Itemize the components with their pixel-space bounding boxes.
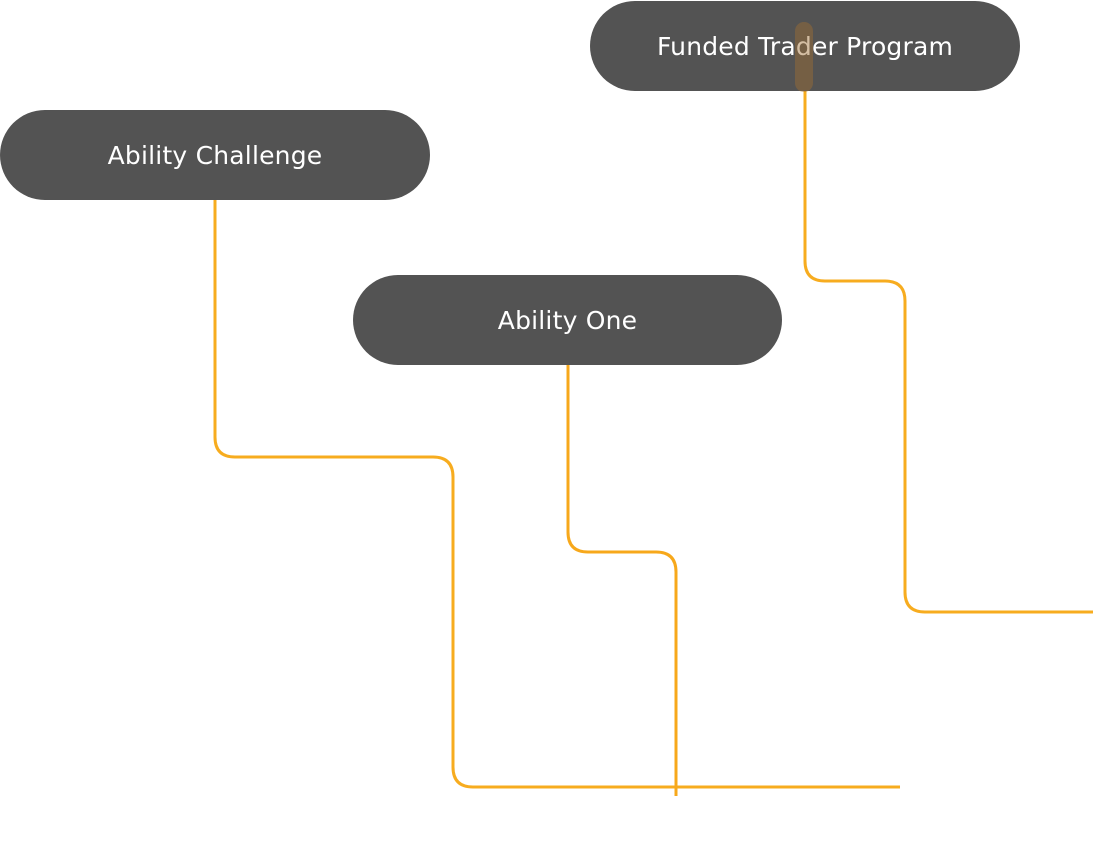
connector-ability-challenge	[213, 200, 900, 789]
connector-ability-one	[566, 364, 678, 796]
node-ability-one: Ability One	[353, 275, 782, 365]
node-label: Ability Challenge	[107, 140, 323, 170]
node-label: Ability One	[497, 305, 638, 335]
connector-funded-trader-program	[803, 90, 1093, 614]
node-ability-challenge: Ability Challenge	[0, 110, 430, 200]
node-funded-trader-program: Funded Trader Program	[590, 1, 1020, 91]
node-label: Funded Trader Program	[656, 31, 954, 61]
connector-glow	[795, 22, 813, 92]
